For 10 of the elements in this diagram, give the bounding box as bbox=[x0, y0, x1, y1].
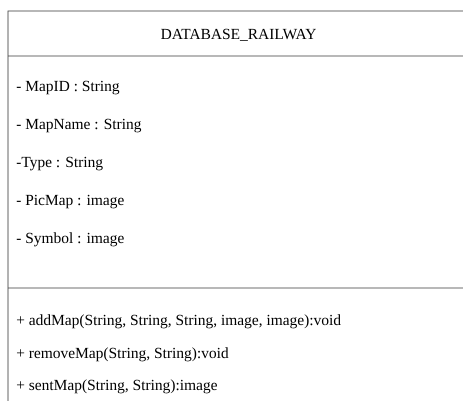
attribute: - Symbol : image bbox=[16, 232, 124, 246]
method: + sentMap(String, String):image bbox=[16, 379, 217, 394]
attribute: -Type : String bbox=[16, 156, 103, 170]
class-name: DATABASE_RAILWAY bbox=[161, 28, 316, 41]
attribute: - MapName : String bbox=[16, 118, 142, 132]
method: + removeMap(String, String):void bbox=[16, 347, 228, 362]
method: + addMap(String, String, String, image, image):void bbox=[16, 314, 341, 328]
attribute: - MapID : String bbox=[16, 80, 120, 94]
class-box bbox=[8, 10, 463, 401]
attribute: - PicMap : image bbox=[16, 194, 124, 208]
